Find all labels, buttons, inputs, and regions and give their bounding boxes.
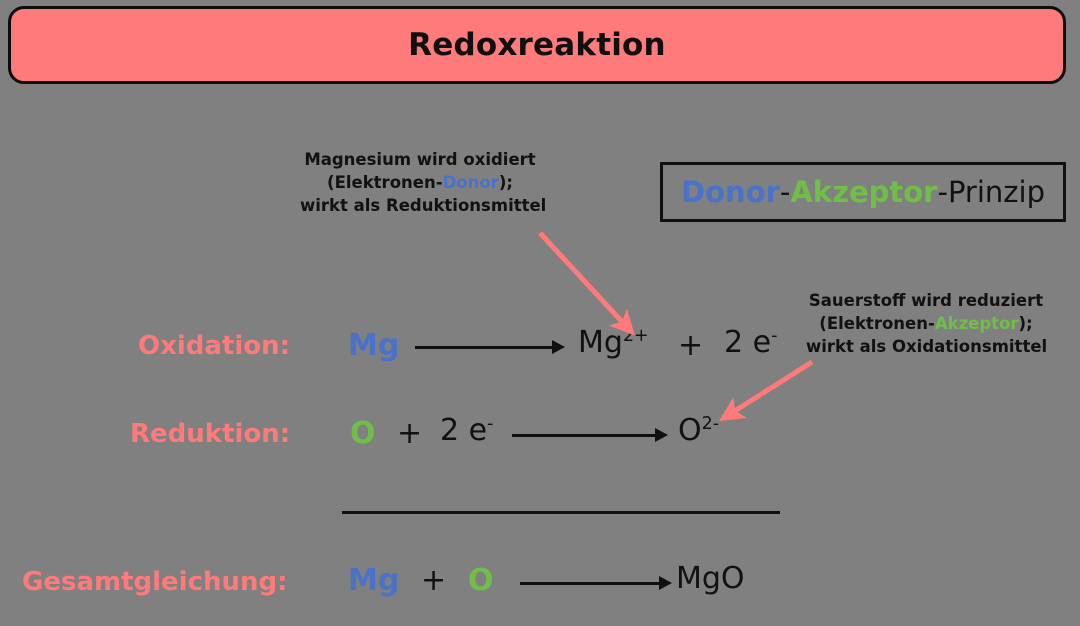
- annotation-oxidation-donor-word: Donor: [442, 173, 499, 192]
- annotation-reduktion-line2-prefix: (Elektronen-: [819, 314, 935, 333]
- annotation-reduktion-line1: Sauerstoff wird reduziert: [808, 291, 1044, 310]
- oxidation-pointer-arrow-icon: [538, 231, 635, 336]
- annotation-reduktion-akzeptor-word: Akzeptor: [934, 314, 1019, 333]
- annotation-reduktion-line3: wirkt als Oxidationsmittel: [806, 337, 1048, 356]
- annotation-reduktion-line2: (Elektronen-Akzeptor);: [806, 312, 1046, 335]
- oxidation-electron-charge: -: [771, 326, 778, 346]
- reduktion-row-label: Reduktion:: [130, 419, 291, 449]
- reduktion-product-symbol: O: [678, 413, 702, 448]
- oxidation-product-charge: 2+: [622, 326, 649, 346]
- reduktion-reactant-o: O: [350, 416, 376, 451]
- equation-divider: [342, 511, 780, 514]
- principle-text: Donor-Akzeptor-Prinzip: [681, 175, 1045, 209]
- gesamtgleichung-row-label: Gesamtgleichung:: [22, 567, 288, 597]
- reduktion-reaction-arrow-icon: [512, 428, 668, 442]
- oxidation-reactant-mg: Mg: [348, 328, 400, 363]
- oxidation-electrons: 2 e-: [724, 325, 777, 360]
- arrow-head: [552, 340, 565, 354]
- donor-akzeptor-principle-box: Donor-Akzeptor-Prinzip: [660, 162, 1066, 222]
- reduktion-product-charge: 2-: [701, 414, 719, 434]
- arrow-head: [655, 428, 668, 442]
- oxidation-electron-count: 2 e: [724, 325, 772, 360]
- reduktion-product-o-ion: O2-: [678, 413, 719, 448]
- oxidation-reaction-arrow-icon: [415, 340, 565, 354]
- annotation-oxidation: Magnesium wird oxidiert (Elektronen-Dono…: [300, 148, 547, 217]
- reduktion-pointer-arrow-icon: [719, 359, 814, 421]
- gesamtgleichung-reaction-arrow-icon: [520, 576, 672, 590]
- annotation-reduktion: Sauerstoff wird reduziert (Elektronen-Ak…: [806, 289, 1048, 358]
- principle-prinzip-word: Prinzip: [947, 175, 1045, 209]
- arrow-shaft: [512, 434, 656, 437]
- principle-akzeptor-word: Akzeptor: [790, 175, 938, 209]
- arrow-shaft: [520, 582, 660, 585]
- annotation-reduktion-line2-suffix: );: [1018, 314, 1033, 333]
- gesamtgleichung-product-mgo: MgO: [676, 561, 745, 596]
- gesamtgleichung-reactant-o: O: [468, 563, 494, 598]
- arrow-shaft: [415, 346, 553, 349]
- arrow-head: [659, 576, 672, 590]
- annotation-oxidation-line2-suffix: );: [498, 173, 513, 192]
- page-title: Redoxreaktion: [408, 27, 666, 63]
- gesamtgleichung-plus-sign: +: [421, 563, 447, 598]
- principle-separator-1: -: [779, 175, 791, 209]
- title-banner: Redoxreaktion: [8, 6, 1066, 84]
- reduktion-plus-sign: +: [397, 416, 423, 451]
- reduktion-electron-charge: -: [487, 414, 494, 434]
- annotation-oxidation-line2-prefix: (Elektronen-: [327, 173, 443, 192]
- oxidation-row-label: Oxidation:: [138, 331, 291, 361]
- gesamtgleichung-reactant-mg: Mg: [348, 563, 400, 598]
- principle-donor-word: Donor: [681, 175, 780, 209]
- oxidation-plus-sign: +: [678, 328, 704, 363]
- oxidation-product-mg-ion: Mg2+: [578, 325, 649, 360]
- oxidation-product-symbol: Mg: [578, 325, 623, 360]
- principle-separator-2: -: [937, 175, 948, 209]
- annotation-oxidation-line2: (Elektronen-Donor);: [300, 171, 540, 194]
- annotation-oxidation-line3: wirkt als Reduktionsmittel: [300, 196, 547, 215]
- reduktion-electron-count: 2 e: [440, 413, 488, 448]
- annotation-oxidation-line1: Magnesium wird oxidiert: [304, 150, 536, 169]
- reduktion-electrons: 2 e-: [440, 413, 493, 448]
